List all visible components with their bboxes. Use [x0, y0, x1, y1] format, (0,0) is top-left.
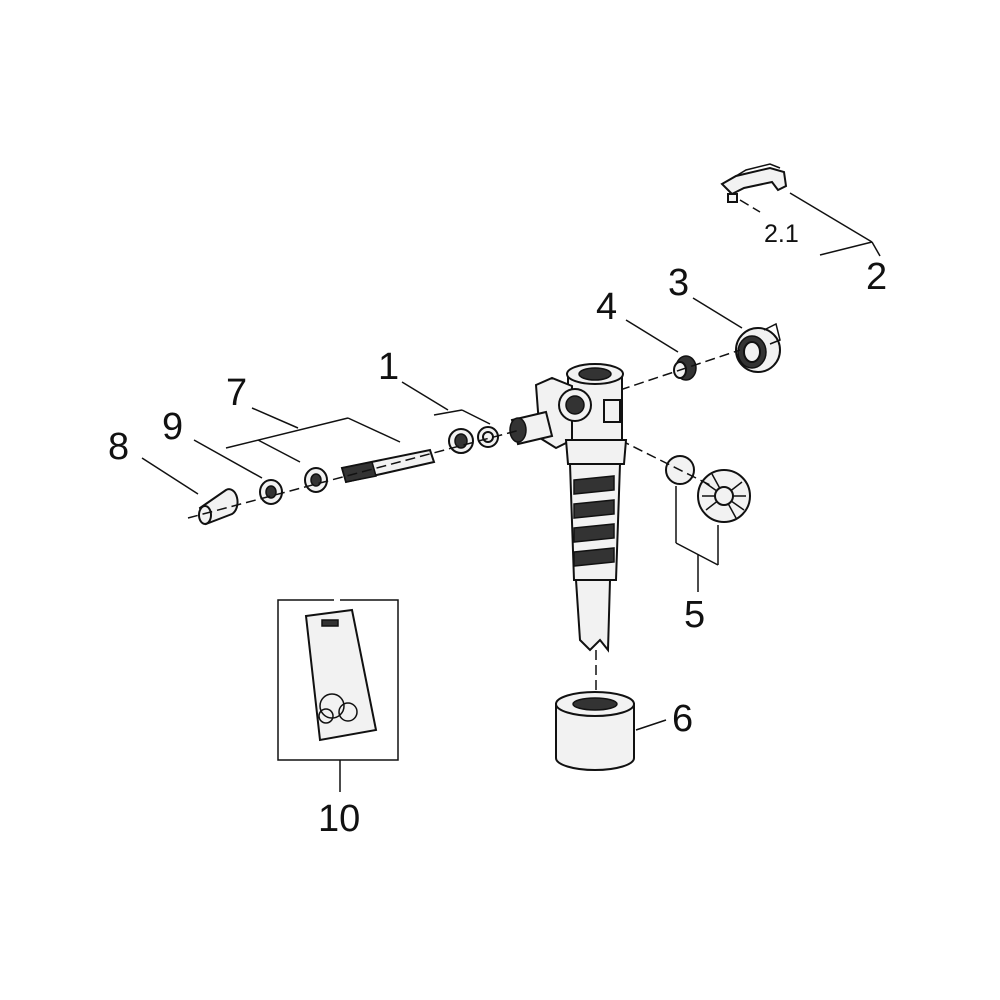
part-6-weight [555, 691, 635, 771]
part-10-kit [277, 599, 399, 761]
part-9-nut [259, 479, 283, 505]
callout-8: 8 [108, 426, 130, 468]
callout-2: 2 [866, 256, 888, 298]
leader-6 [635, 719, 667, 731]
callout-6: 6 [672, 698, 694, 740]
leader-9 [193, 439, 263, 479]
valve-body [509, 363, 628, 653]
leader-4 [625, 319, 679, 353]
part-2-lever-clip [720, 163, 788, 203]
part-1-nut [448, 426, 499, 454]
leader-7 [225, 407, 401, 463]
callout-10: 10 [318, 798, 361, 840]
callout-9: 9 [162, 406, 184, 448]
leader-1 [401, 381, 491, 425]
leader-2 [739, 192, 881, 257]
callout-1: 1 [378, 346, 400, 388]
callout-7: 7 [226, 372, 248, 414]
part-8-cone [198, 488, 239, 526]
callout-5: 5 [684, 594, 706, 636]
leader-8 [141, 457, 199, 495]
axis-strainer [619, 439, 711, 486]
callout-4: 4 [596, 286, 618, 328]
part-5-strainer [665, 455, 751, 523]
callout-2-1: 2.1 [764, 220, 799, 248]
axis-valve-top [619, 349, 741, 391]
part-7-rod [304, 448, 436, 493]
leader-5 [675, 486, 719, 592]
leader-3 [692, 297, 743, 329]
callout-3: 3 [668, 262, 690, 304]
axis-horizontal [187, 429, 521, 519]
part-3-cap [735, 322, 781, 373]
